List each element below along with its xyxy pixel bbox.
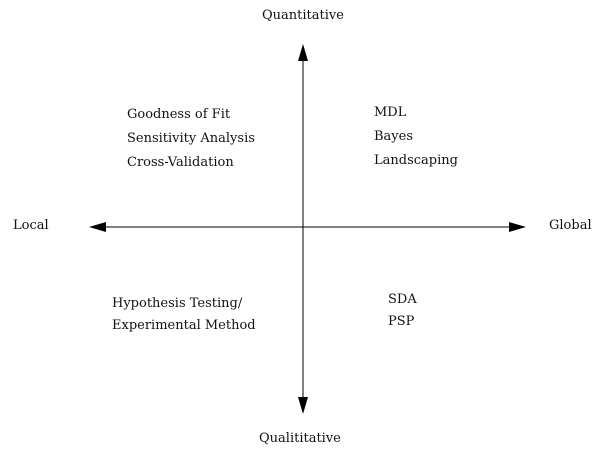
quadrant-top-left: Goodness of Fit Sensitivity Analysis Cro… bbox=[127, 103, 255, 175]
axis-label-right: Global bbox=[549, 218, 592, 233]
axis-label-top: Quantitative bbox=[262, 8, 344, 23]
quadrant-item: SDA bbox=[388, 292, 417, 307]
quadrant-item: PSP bbox=[388, 314, 415, 329]
quadrant-item: Sensitivity Analysis bbox=[127, 131, 255, 146]
quadrant-top-right: MDL Bayes Landscaping bbox=[374, 101, 458, 173]
top-arrowhead bbox=[298, 44, 308, 61]
bottom-arrowhead bbox=[298, 397, 308, 414]
quadrant-bottom-left: Hypothesis Testing/ Experimental Method bbox=[112, 293, 256, 337]
quadrant-item: Bayes bbox=[374, 129, 414, 144]
axis-label-bottom: Qualititative bbox=[259, 431, 341, 446]
quadrant-item: Cross-Validation bbox=[127, 155, 234, 170]
left-arrowhead bbox=[89, 222, 106, 232]
axis-label-left: Local bbox=[13, 218, 49, 233]
quadrant-item: Goodness of Fit bbox=[127, 107, 231, 122]
right-arrowhead bbox=[509, 222, 526, 232]
quadrant-bottom-right: SDA PSP bbox=[388, 289, 417, 333]
quadrant-item: Landscaping bbox=[374, 153, 458, 168]
quadrant-item: Experimental Method bbox=[112, 318, 256, 333]
quadrant-item: MDL bbox=[374, 105, 407, 120]
quadrant-item: Hypothesis Testing/ bbox=[112, 296, 243, 311]
